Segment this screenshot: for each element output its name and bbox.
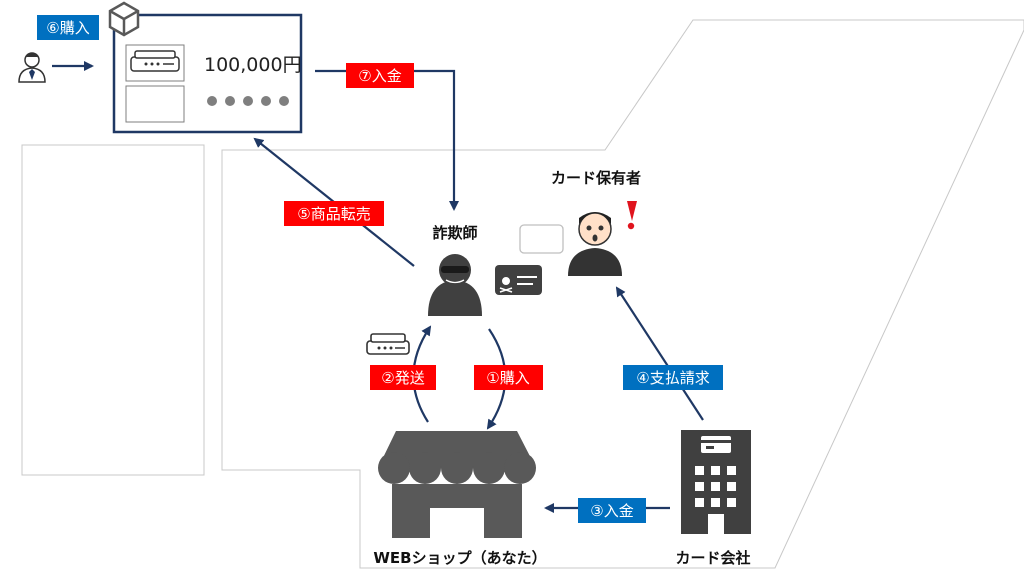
card-placeholder-icon: [519, 224, 564, 254]
alert-exclamation-icon: [627, 201, 637, 230]
label-resale: ⑤商品転売: [284, 201, 384, 226]
arrow-billing: [615, 286, 704, 421]
fraudster-caption: 詐欺師: [432, 224, 477, 242]
label-buy-secondary: ⑥購入: [37, 15, 99, 40]
svg-text:②発送: ②発送: [381, 369, 424, 387]
stolen-card-icon: [495, 265, 542, 295]
fraudster-icon: [428, 254, 482, 316]
package-cube-icon: [108, 1, 140, 37]
svg-text:①購入: ①購入: [486, 369, 529, 387]
svg-text:⑥購入: ⑥購入: [46, 19, 89, 37]
label-shipping: ②発送: [370, 365, 436, 390]
label-payment-from-buyer: ⑦入金: [346, 63, 414, 88]
svg-text:④支払請求: ④支払請求: [636, 369, 709, 387]
label-purchase: ①購入: [474, 365, 543, 390]
marketplace-listing: 100,000円: [108, 1, 303, 134]
more-dots-icon: [207, 96, 289, 106]
card-company-caption: カード会社: [675, 549, 750, 567]
buyer-person-icon: [18, 52, 46, 83]
shipped-router-icon: [366, 333, 410, 355]
label-payment-to-shop: ③入金: [578, 498, 646, 523]
arrow-payment-to-fraudster: [315, 69, 459, 211]
svg-text:③入金: ③入金: [590, 502, 633, 520]
svg-text:⑦入金: ⑦入金: [358, 67, 401, 85]
background-shapes: [21, 19, 1024, 569]
router-thumbnail-icon: [130, 50, 180, 72]
card-holder-caption: カード保有者: [551, 169, 641, 187]
card-company-building-icon: [681, 430, 751, 534]
web-shop-caption: WEBショップ（あなた）: [373, 549, 546, 567]
web-shop-icon: [378, 431, 536, 538]
label-billing: ④支払請求: [623, 365, 723, 390]
card-holder-icon: [568, 212, 622, 276]
listing-price: 100,000円: [204, 54, 302, 76]
svg-text:⑤商品転売: ⑤商品転売: [297, 205, 370, 223]
